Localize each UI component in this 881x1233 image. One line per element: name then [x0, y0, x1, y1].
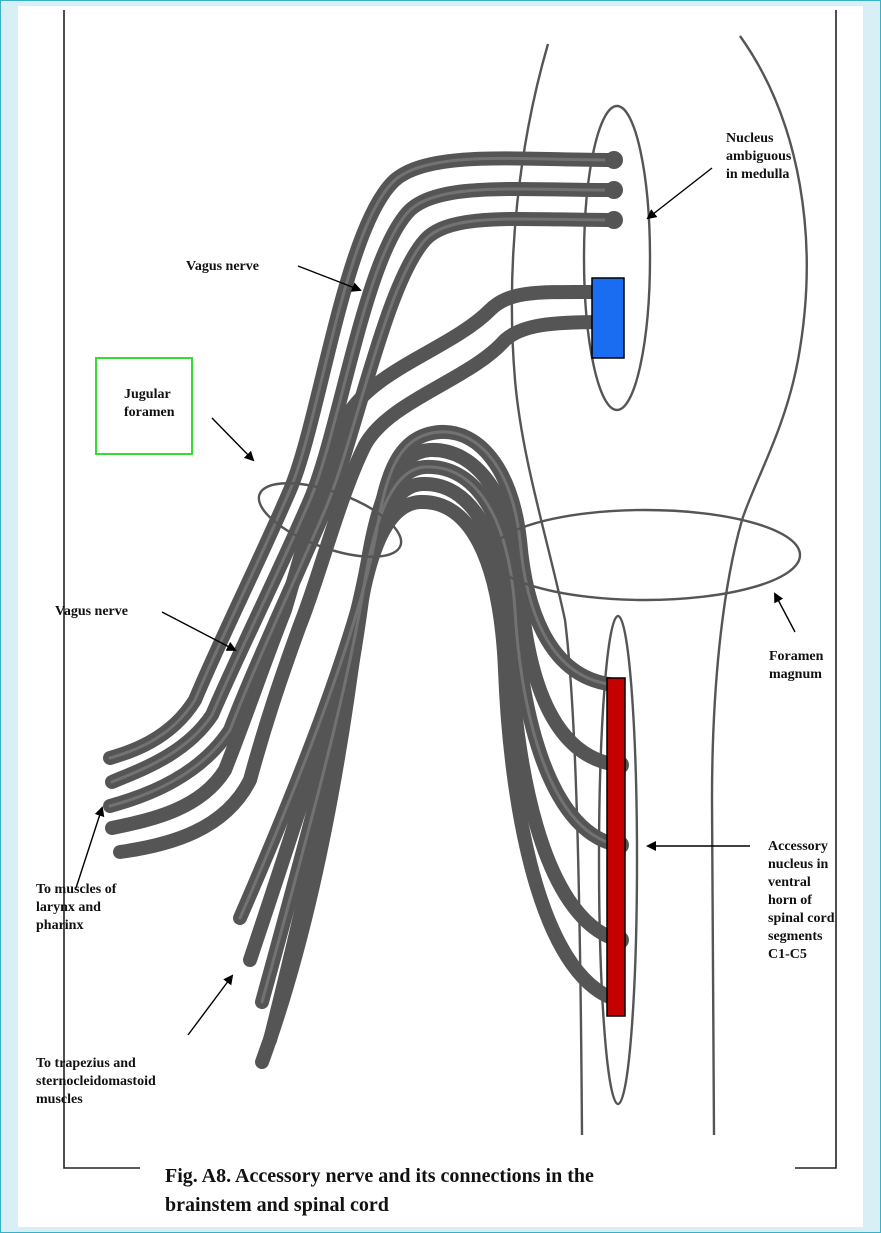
caption-line-1: Fig. A8. Accessory nerve and its connect… — [165, 1162, 785, 1191]
label-jugular-foramen: Jugular foramen — [124, 386, 175, 422]
label-trapezius: To trapezius and sternocleidomastoid mus… — [36, 1055, 156, 1109]
figure-caption: Fig. A8. Accessory nerve and its connect… — [165, 1162, 785, 1220]
accessory-nucleus-block — [607, 678, 625, 1016]
label-accessory-nucleus: Accessory nucleus in ventral horn of spi… — [768, 838, 835, 964]
label-nucleus-ambiguous: Nucleus ambiguous in medulla — [726, 130, 791, 184]
label-vagus-lower: Vagus nerve — [55, 603, 128, 621]
label-larynx-pharinx: To muscles of larynx and pharinx — [36, 881, 116, 935]
label-foramen-magnum: Foramen magnum — [769, 648, 823, 684]
label-vagus-upper: Vagus nerve — [186, 258, 259, 276]
caption-line-2: brainstem and spinal cord — [165, 1191, 785, 1220]
nucleus-ambiguous-block — [592, 278, 624, 358]
